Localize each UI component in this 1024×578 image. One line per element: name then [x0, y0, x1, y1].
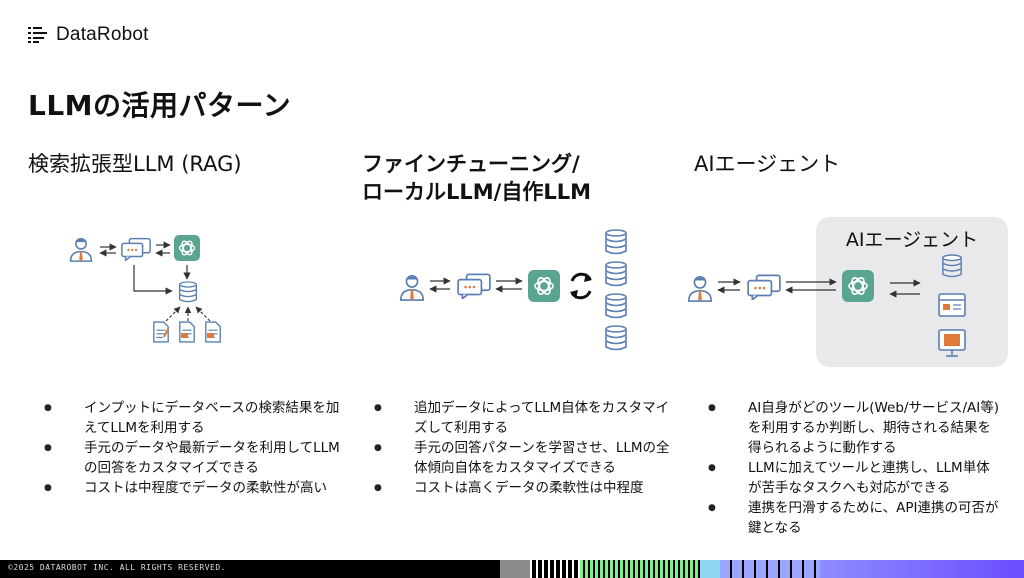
- chatgpt-icon: [842, 270, 874, 302]
- monitor-icon: [938, 329, 966, 357]
- list-item: LLMに加えてツールと連携し、LLM単体が苦手なタスクへも対応ができる: [704, 458, 1002, 498]
- finetune-diagram: [399, 229, 627, 351]
- footer-stripe: [580, 560, 700, 578]
- footer-stripe: [820, 560, 1024, 578]
- column-heading-finetune-line2: ローカルLLM/自作LLM: [362, 180, 591, 204]
- footer-stripe: [530, 560, 580, 578]
- browser-window-icon: [938, 293, 966, 317]
- rag-bullets: インプットにデータベースの検索結果を加えてLLMを利用する 手元のデータや最新デ…: [40, 398, 340, 498]
- footer-stripe: [700, 560, 720, 578]
- document-icon: [205, 321, 221, 343]
- database-icon: [178, 281, 198, 303]
- list-item: コストは中程度でデータの柔軟性が高い: [40, 478, 340, 498]
- user-icon: [399, 274, 425, 302]
- column-heading-rag: 検索拡張型LLM (RAG): [28, 152, 242, 176]
- agent-box-label: AIエージェント: [845, 229, 979, 251]
- list-item: コストは高くデータの柔軟性は中程度: [370, 478, 670, 498]
- list-item: 手元の回答パターンを学習させ、LLMの全体傾向自体をカスタマイズできる: [370, 438, 670, 478]
- footer-copyright: ©2025 DATAROBOT INC. ALL RIGHTS RESERVED…: [8, 563, 226, 572]
- logo: DataRobot: [28, 24, 149, 46]
- sync-icon: [570, 272, 592, 300]
- chat-bubbles-icon: [121, 237, 151, 261]
- document-icon: [179, 321, 195, 343]
- agent-bullets: AI自身がどのツール(Web/サービス/AI等)を利用するか判断し、期待される結…: [704, 398, 1002, 538]
- footer-stripe: [720, 560, 820, 578]
- list-item: インプットにデータベースの検索結果を加えてLLMを利用する: [40, 398, 340, 438]
- rag-diagram: [69, 235, 221, 343]
- user-icon: [687, 275, 713, 303]
- database-icon: [942, 254, 962, 278]
- logo-text: DataRobot: [56, 24, 149, 45]
- chat-bubbles-icon: [747, 274, 781, 300]
- chatgpt-icon: [528, 270, 560, 302]
- database-icon: [605, 229, 627, 255]
- chatgpt-icon: [174, 235, 200, 261]
- chat-bubbles-icon: [457, 273, 491, 299]
- finetune-bullets: 追加データによってLLM自体をカスタマイズして利用する 手元の回答パターンを学習…: [370, 398, 670, 498]
- agent-diagram: [687, 254, 966, 357]
- column-heading-agent: AIエージェント: [694, 152, 841, 176]
- database-icon: [605, 261, 627, 287]
- user-icon: [69, 237, 93, 262]
- list-item: 追加データによってLLM自体をカスタマイズして利用する: [370, 398, 670, 438]
- list-item: 手元のデータや最新データを利用してLLMの回答をカスタマイズできる: [40, 438, 340, 478]
- list-item: AI自身がどのツール(Web/サービス/AI等)を利用するか判断し、期待される結…: [704, 398, 1002, 458]
- database-icon: [605, 293, 627, 319]
- datarobot-logo-icon: [28, 27, 47, 43]
- column-heading-finetune-line1: ファインチューニング/: [362, 152, 580, 176]
- page-title: LLMの活用パターン: [28, 89, 292, 122]
- database-icon: [605, 325, 627, 351]
- list-item: 連携を円滑するために、API連携の可否が鍵となる: [704, 498, 1002, 538]
- column-heading-finetune: ファインチューニング/ ローカルLLM/自作LLM: [362, 150, 591, 206]
- footer-stripe: [500, 560, 530, 578]
